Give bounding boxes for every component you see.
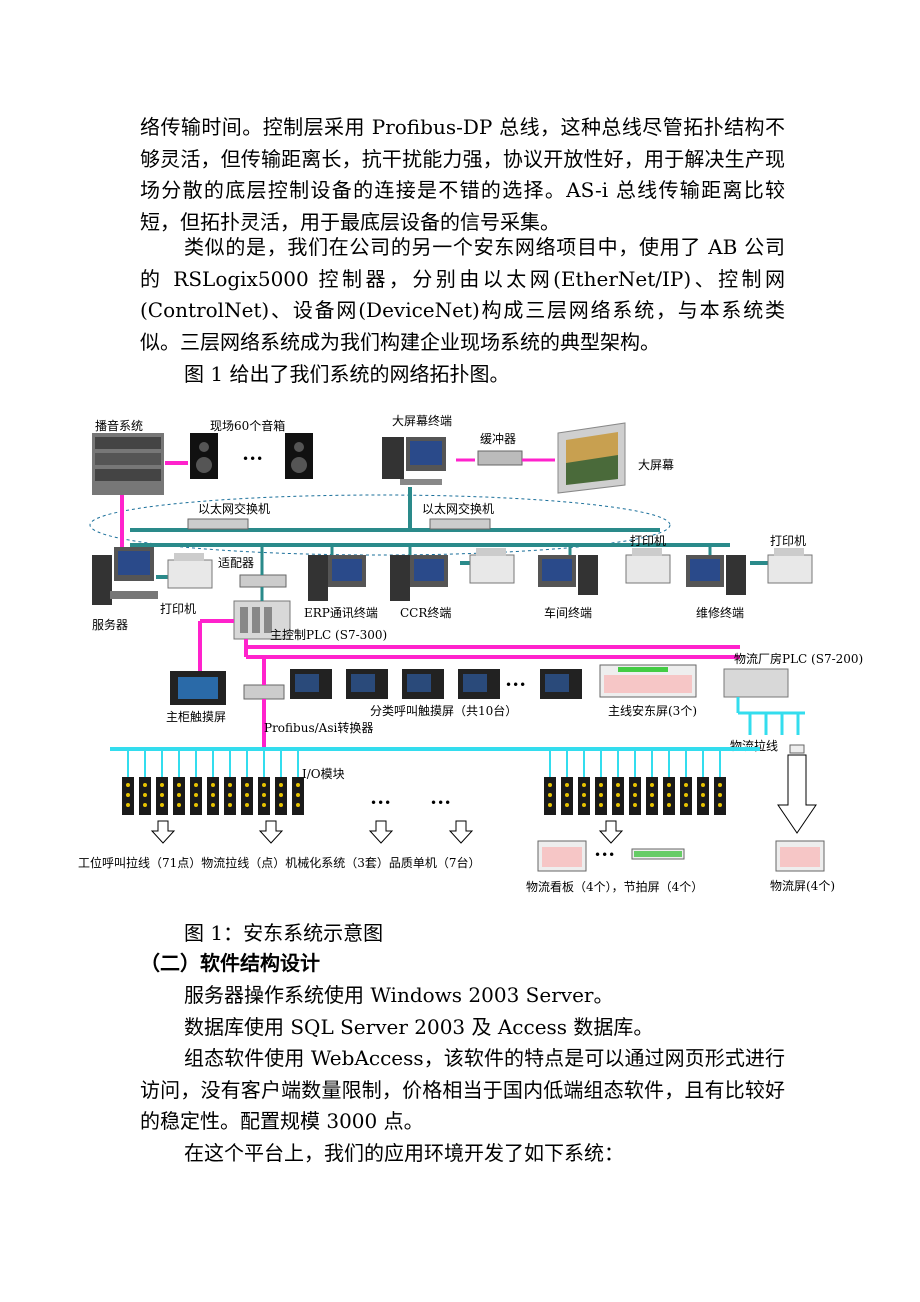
board-label: 物流看板（4个），节拍屏（4个）: [526, 879, 703, 894]
bottom-line-label: 工位呼叫拉线（71点）物流拉线（点）机械化系统（3套）品质单机（7台）: [78, 855, 481, 870]
body-paragraph: 图 1 给出了我们系统的网络拓扑图。: [184, 362, 510, 386]
printer-icon: [469, 548, 515, 584]
big-screen-icon: [557, 422, 626, 494]
broadcast-label: 播音系统: [95, 418, 143, 433]
workshop-terminal-icon: [538, 545, 598, 595]
body-paragraph: 类似的是，我们在公司的另一个安东网络项目中，使用了 AB 公司的 RSLogix…: [140, 235, 785, 354]
maintenance-terminal-icon: [686, 545, 746, 595]
converter-label: Profibus/Asi转换器: [264, 720, 373, 735]
broadcast-rack-icon: [92, 433, 164, 495]
down-arrow-group: [150, 820, 624, 844]
printer-mid-label: 打印机: [630, 534, 666, 548]
body-paragraph: 数据库使用 SQL Server 2003 及 Access 数据库。: [184, 1014, 654, 1039]
erp-terminal-icon: [308, 545, 366, 601]
down-arrow-icon: [258, 820, 284, 844]
ccr-label: CCR终端: [400, 605, 451, 620]
speaker-icon: [285, 433, 313, 479]
adapter-icon: [239, 574, 287, 588]
printer-left-label: 打印机: [160, 602, 196, 616]
io-module-group: [544, 749, 726, 815]
down-arrow-icon: [448, 820, 474, 844]
switch-left-label: 以太网交换机: [198, 501, 270, 516]
heading-text: （二）软件结构设计: [140, 951, 320, 975]
body-paragraph: 服务器操作系统使用 Windows 2003 Server。: [184, 983, 614, 1007]
big-screen-label: 大屏幕: [638, 458, 674, 472]
figure-intro: 图 1 给出了我们系统的网络拓扑图。: [184, 359, 829, 391]
switch-icon: [187, 518, 249, 530]
printer-icon: [625, 548, 671, 584]
down-arrow-icon: [598, 820, 624, 844]
converter-icon: [243, 684, 285, 700]
buffer-device-icon: [477, 450, 523, 466]
io-module-group: [122, 749, 304, 815]
call-touchscreen-icon: [290, 669, 582, 699]
speaker-icon: [190, 433, 218, 479]
ellipsis: •••: [505, 678, 526, 692]
ellipsis: •••: [242, 452, 263, 466]
logistics-screen-label: 物流屏(4个): [770, 879, 835, 893]
main-plc-icon: [233, 600, 291, 640]
adapter-label: 适配器: [218, 556, 254, 570]
main-plc-label: 主控制PLC (S7-300): [270, 628, 387, 642]
io-label: I/O模块: [302, 767, 345, 781]
body-paragraph: 在这个平台上，我们的应用环境开发了如下系统：: [184, 1140, 624, 1165]
logistics-plc-icon: [723, 668, 789, 698]
paragraph-continuation: 络传输时间。控制层采用 Profibus-DP 总线，这种总线尽管拓扑结构不够灵…: [140, 112, 785, 238]
switch-right-label: 以太网交换机: [422, 501, 494, 516]
maintenance-label: 维修终端: [696, 605, 744, 620]
figure-caption: 图 1：安东系统示意图: [184, 918, 829, 950]
class-call-label: 分类呼叫触摸屏（共10台）: [370, 703, 517, 718]
buffer-label: 缓冲器: [480, 431, 516, 446]
switch-icon: [429, 518, 491, 530]
erp-label: ERP通讯终端: [304, 605, 378, 620]
body-paragraph: 络传输时间。控制层采用 Profibus-DP 总线，这种总线尽管拓扑结构不够灵…: [140, 115, 785, 234]
logistics-plc-label: 物流厂房PLC (S7-200): [734, 651, 863, 666]
down-arrow-icon: [368, 820, 394, 844]
main-andon-label: 主线安东屏(3个): [608, 703, 697, 718]
printer-icon: [767, 548, 813, 584]
caption-text: 图 1：安东系统示意图: [184, 921, 384, 945]
speakers-label: 现场60个音箱: [210, 418, 285, 433]
logistics-screen-icon: [775, 840, 825, 872]
down-arrow-icon: [150, 820, 176, 844]
section-heading: （二）软件结构设计: [140, 948, 785, 980]
ellipsis: •••: [594, 848, 615, 862]
paragraph-block: 服务器操作系统使用 Windows 2003 Server。 数据库使用 SQL…: [140, 980, 785, 1169]
printer-right-label: 打印机: [770, 534, 806, 548]
main-touch-label: 主柜触摸屏: [166, 710, 226, 724]
workshop-label: 车间终端: [544, 605, 592, 620]
ccr-terminal-icon: [390, 545, 448, 601]
terminal-pc-icon: [382, 437, 446, 485]
body-paragraph: 组态软件使用 WebAccess，该软件的特点是可以通过网页形式进行访问，没有客…: [140, 1046, 785, 1133]
paragraph-block: 类似的是，我们在公司的另一个安东网络项目中，使用了 AB 公司的 RSLogix…: [140, 232, 785, 358]
server-label: 服务器: [92, 617, 128, 632]
network-topology-diagram: 播音系统 ••• 现场60个音箱 大屏幕终端 缓冲器 大屏幕 以太网交换机 以太…: [78, 413, 863, 894]
andon-screen-icon: [599, 664, 697, 698]
main-touchscreen-icon: [170, 671, 226, 705]
logistics-board-icon: [537, 840, 685, 872]
server-pc-icon: [92, 547, 158, 605]
printer-icon: [167, 553, 213, 589]
big-down-arrow-icon: [777, 744, 817, 834]
ellipsis: •••: [370, 796, 391, 810]
ethernet-boundary: [89, 494, 671, 556]
ellipsis: •••: [430, 796, 451, 810]
big-terminal-label: 大屏幕终端: [392, 413, 452, 428]
